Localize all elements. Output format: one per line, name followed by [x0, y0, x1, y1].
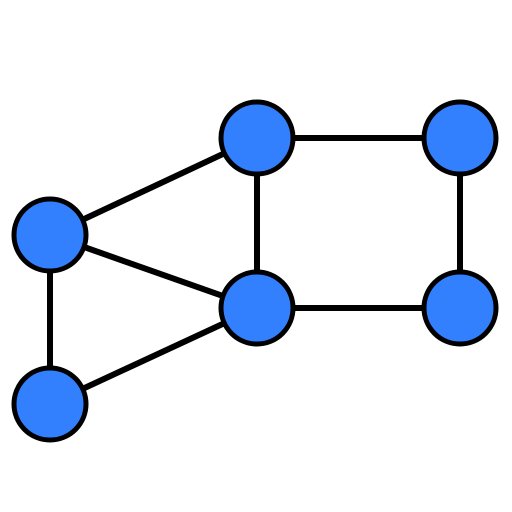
node-n4	[218, 269, 296, 347]
node-n5	[11, 365, 89, 443]
nodes-layer	[11, 99, 499, 443]
node-n6	[421, 269, 499, 347]
node-n2	[218, 99, 296, 177]
node-n1	[11, 196, 89, 274]
node-n3	[421, 99, 499, 177]
